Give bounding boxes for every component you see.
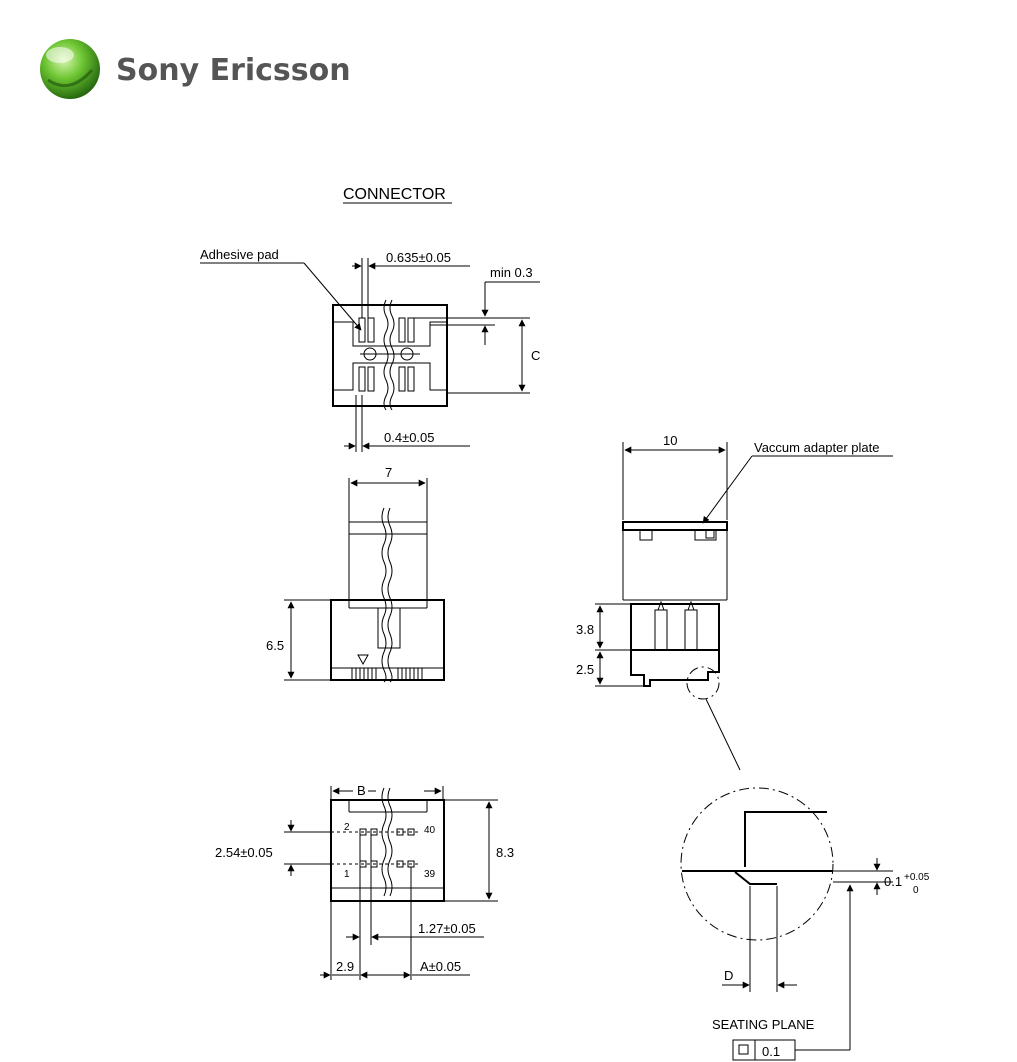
detail-body xyxy=(745,812,827,867)
top-view-outline xyxy=(333,305,447,406)
drawing-title: CONNECTOR xyxy=(343,186,446,203)
pad xyxy=(359,318,365,342)
pad xyxy=(368,318,374,342)
dim-edge-2-9: 2.9 xyxy=(336,959,354,974)
front-view: 7 6.5 xyxy=(266,465,444,682)
dim-min: min 0.3 xyxy=(490,265,533,280)
pad xyxy=(399,318,405,342)
vaccum-adapter-plate-label: Vaccum adapter plate xyxy=(754,440,880,455)
dim-c: C xyxy=(531,348,540,363)
sony-ericsson-globe-icon xyxy=(40,39,100,99)
tolerance-base: 0.1 xyxy=(884,874,902,889)
dim-a: A±0.05 xyxy=(420,959,461,974)
dim-bottom: 0.4±0.05 xyxy=(384,430,435,445)
dim-depth-8-3: 8.3 xyxy=(496,845,514,860)
dim-pitch-top: 0.635±0.05 xyxy=(386,250,451,265)
dim-width-10: 10 xyxy=(663,433,677,448)
pin-39-label: 39 xyxy=(424,869,436,880)
pin1-marker-icon xyxy=(358,655,368,664)
side-housing xyxy=(631,604,719,650)
side-view: 10 Vaccum adapter plate 3.8 2.5 xyxy=(576,433,893,770)
brand-name: Sony Ericsson xyxy=(116,53,351,88)
top-view: Adhesive pad 0.635±0.05 min 0.3 C 0.4±0.… xyxy=(200,247,540,452)
logo: Sony Ericsson xyxy=(40,39,351,99)
pad xyxy=(408,318,414,342)
dim-lower-2-5: 2.5 xyxy=(576,662,594,677)
bottom-view: B 2 40 1 39 2.54±0.05 8.3 1 xyxy=(215,783,514,980)
bottom-view-outline xyxy=(331,800,444,901)
pin-2-label: 2 xyxy=(344,822,350,833)
pin-40-label: 40 xyxy=(424,825,436,836)
adhesive-pad-label: Adhesive pad xyxy=(200,247,279,262)
dim-pitch-1-27: 1.27±0.05 xyxy=(418,921,476,936)
break-line xyxy=(382,788,386,896)
pad xyxy=(408,367,414,391)
dim-width-7: 7 xyxy=(385,465,392,480)
tolerance-plus: +0.05 xyxy=(904,872,930,883)
pad xyxy=(399,367,405,391)
dim-upper-3-8: 3.8 xyxy=(576,622,594,637)
dim-row-pitch: 2.54±0.05 xyxy=(215,845,273,860)
vaccum-adapter-plate xyxy=(623,522,727,530)
detail-view: 0.1 +0.05 0 D SEATING PLANE 0.1 xyxy=(681,788,930,1060)
pad xyxy=(359,367,365,391)
dim-b: B xyxy=(357,783,366,798)
seating-plane-label: SEATING PLANE xyxy=(712,1017,815,1032)
flatness-symbol-icon xyxy=(739,1045,748,1054)
dim-height-6-5: 6.5 xyxy=(266,638,284,653)
tolerance-minus: 0 xyxy=(913,885,919,896)
flatness-value: 0.1 xyxy=(762,1044,780,1059)
pad xyxy=(368,367,374,391)
pin-1-label: 1 xyxy=(344,869,350,880)
break-line xyxy=(384,300,388,410)
detail-circle xyxy=(681,788,833,940)
detail-marker-circle xyxy=(687,667,719,699)
dim-d: D xyxy=(724,968,733,983)
